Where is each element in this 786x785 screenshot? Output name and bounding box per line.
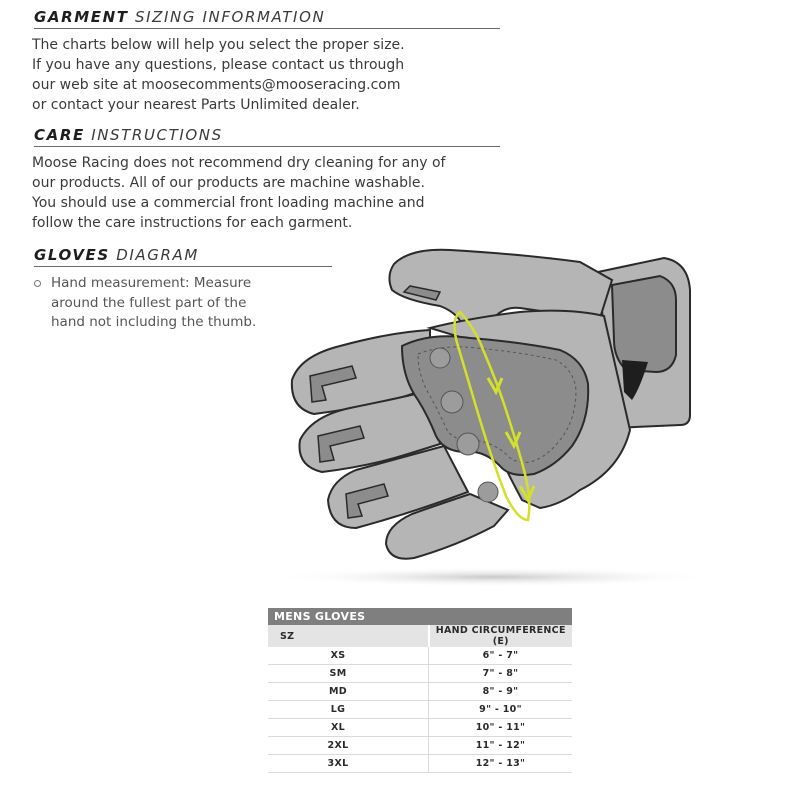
thumb-tip-patch (402, 285, 442, 301)
table-row: LG 9" - 10" (268, 700, 572, 719)
care-heading-light: INSTRUCTIONS (91, 126, 223, 144)
table-row: 2XL 11" - 12" (268, 736, 572, 755)
garment-line: If you have any questions, please contac… (32, 57, 405, 73)
circumference-cell: 10" - 11" (428, 718, 572, 737)
palm-dot (456, 432, 480, 456)
care-line: our products. All of our products are ma… (32, 175, 425, 191)
size-cell: 2XL (268, 736, 429, 755)
palm-dot (440, 390, 464, 414)
size-cell: XL (268, 718, 429, 737)
measure-arrow-icon (486, 377, 504, 396)
garment-paragraph: The charts below will help you select th… (32, 35, 405, 115)
measure-loop (453, 310, 531, 522)
palm-padding-inner (417, 346, 577, 463)
care-line: You should use a commercial front loadin… (32, 195, 425, 211)
care-heading: CARE INSTRUCTIONS (34, 124, 500, 147)
palm-dot (429, 347, 451, 369)
size-cell: 3XL (268, 754, 429, 773)
size-cell: LG (268, 700, 429, 719)
size-cell: XS (268, 647, 429, 665)
glove-shadow (270, 567, 720, 587)
circumference-cell: 12" - 13" (428, 754, 572, 773)
circumference-cell: 11" - 12" (428, 736, 572, 755)
table-row: XS 6" - 7" (268, 647, 572, 665)
circumference-cell: 9" - 10" (428, 700, 572, 719)
circumference-cell: 6" - 7" (428, 647, 572, 665)
glove-finger-ring (326, 444, 470, 530)
size-cell: MD (268, 682, 429, 701)
garment-line: The charts below will help you select th… (32, 37, 405, 53)
care-heading-strong: CARE (34, 126, 85, 144)
glove-finger-pinky (384, 492, 510, 560)
bullet-icon (34, 280, 41, 287)
glove-finger-middle (298, 388, 442, 474)
circumference-cell: 8" - 9" (428, 682, 572, 701)
size-cell: SM (268, 664, 429, 683)
cuff-strap (610, 274, 677, 374)
care-paragraph: Moose Racing does not recommend dry clea… (32, 153, 446, 233)
garment-line: or contact your nearest Parts Unlimited … (32, 97, 360, 113)
care-line: Moose Racing does not recommend dry clea… (32, 155, 446, 171)
gloves-bullet-line: Hand measurement: Measure (51, 275, 252, 291)
table-row: SM 7" - 8" (268, 664, 572, 683)
circumference-cell: 7" - 8" (428, 664, 572, 683)
gloves-bullet-line: hand not including the thumb. (51, 314, 257, 330)
palm-dot (477, 481, 499, 503)
gloves-bullet-line: around the fullest part of the (51, 294, 247, 311)
measure-arrow-icon (504, 431, 522, 450)
finger-patch (345, 483, 389, 519)
cuff-strap-shade (622, 360, 648, 400)
garment-heading: GARMENT SIZING INFORMATION (34, 6, 500, 29)
gloves-heading-light: DIAGRAM (116, 246, 199, 264)
table-row: XL 10" - 11" (268, 718, 572, 737)
care-line: follow the care instructions for each ga… (32, 215, 353, 231)
table-row: MD 8" - 9" (268, 682, 572, 701)
garment-heading-strong: GARMENT (34, 8, 129, 26)
palm-padding (400, 335, 590, 476)
garment-heading-light: SIZING INFORMATION (135, 8, 326, 26)
table-title: MENS GLOVES (268, 608, 572, 625)
finger-patch (309, 365, 357, 403)
measure-arrow-icon (518, 485, 536, 504)
column-header-size: SZ (268, 625, 429, 647)
table-row: 3XL 12" - 13" (268, 754, 572, 773)
gloves-heading-strong: GLOVES (34, 246, 110, 264)
garment-line: our web site at moosecomments@mooseracin… (32, 77, 401, 93)
column-header-circumference: HAND CIRCUMFERENCE (E) (427, 625, 572, 647)
mens-gloves-table: MENS GLOVES SZ HAND CIRCUMFERENCE (E) XS… (268, 608, 572, 773)
glove-diagram (270, 248, 720, 587)
glove-thumb (388, 248, 614, 325)
gloves-heading: GLOVES DIAGRAM (34, 244, 332, 267)
finger-patch (317, 425, 365, 463)
